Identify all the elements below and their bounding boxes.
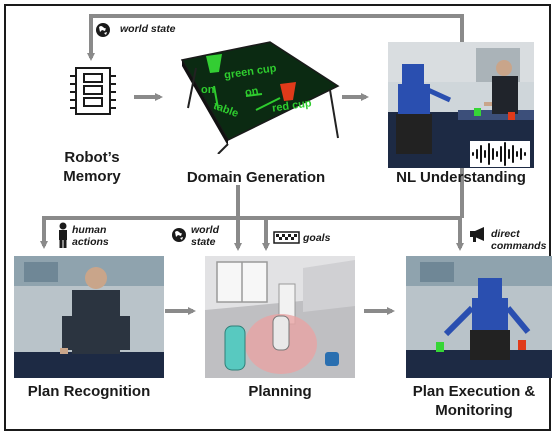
planning-image: [205, 256, 355, 378]
node-planning: Planning: [248, 383, 312, 400]
annotation-human-actions: human actions: [72, 224, 109, 248]
globe-icon: [172, 228, 186, 242]
node-plan-execution-monitoring: Plan Execution & Monitoring: [412, 383, 536, 419]
waveform-icon: [470, 141, 530, 167]
node-nl-understanding: NL Understanding: [396, 169, 526, 186]
label-on-right: on: [244, 84, 260, 100]
annotation-direct-commands: direct commands: [491, 228, 547, 252]
domain-generation-image: [170, 38, 342, 154]
green-cup-shape: [206, 54, 222, 73]
feedback-arrow-world-state: [87, 14, 464, 61]
goal-flag-icon: [273, 231, 300, 244]
plan-recognition-image: [14, 256, 164, 378]
annotation-goals: goals: [303, 232, 331, 244]
plan-execution-image: [406, 256, 552, 378]
globe-icon: [96, 23, 110, 37]
node-robots-memory: Robot’s Memory: [63, 149, 121, 185]
annotation-world-state-top: world state: [120, 23, 176, 35]
annotation-world-state-mid: world state: [191, 224, 219, 248]
node-domain-generation: Domain Generation: [186, 169, 326, 186]
memory-chip-icon: [70, 67, 116, 115]
label-on-left: on: [201, 84, 215, 96]
megaphone-icon: [470, 227, 484, 242]
node-plan-recognition: Plan Recognition: [27, 383, 151, 400]
red-cup-shape: [280, 82, 296, 101]
person-icon: [59, 222, 67, 248]
